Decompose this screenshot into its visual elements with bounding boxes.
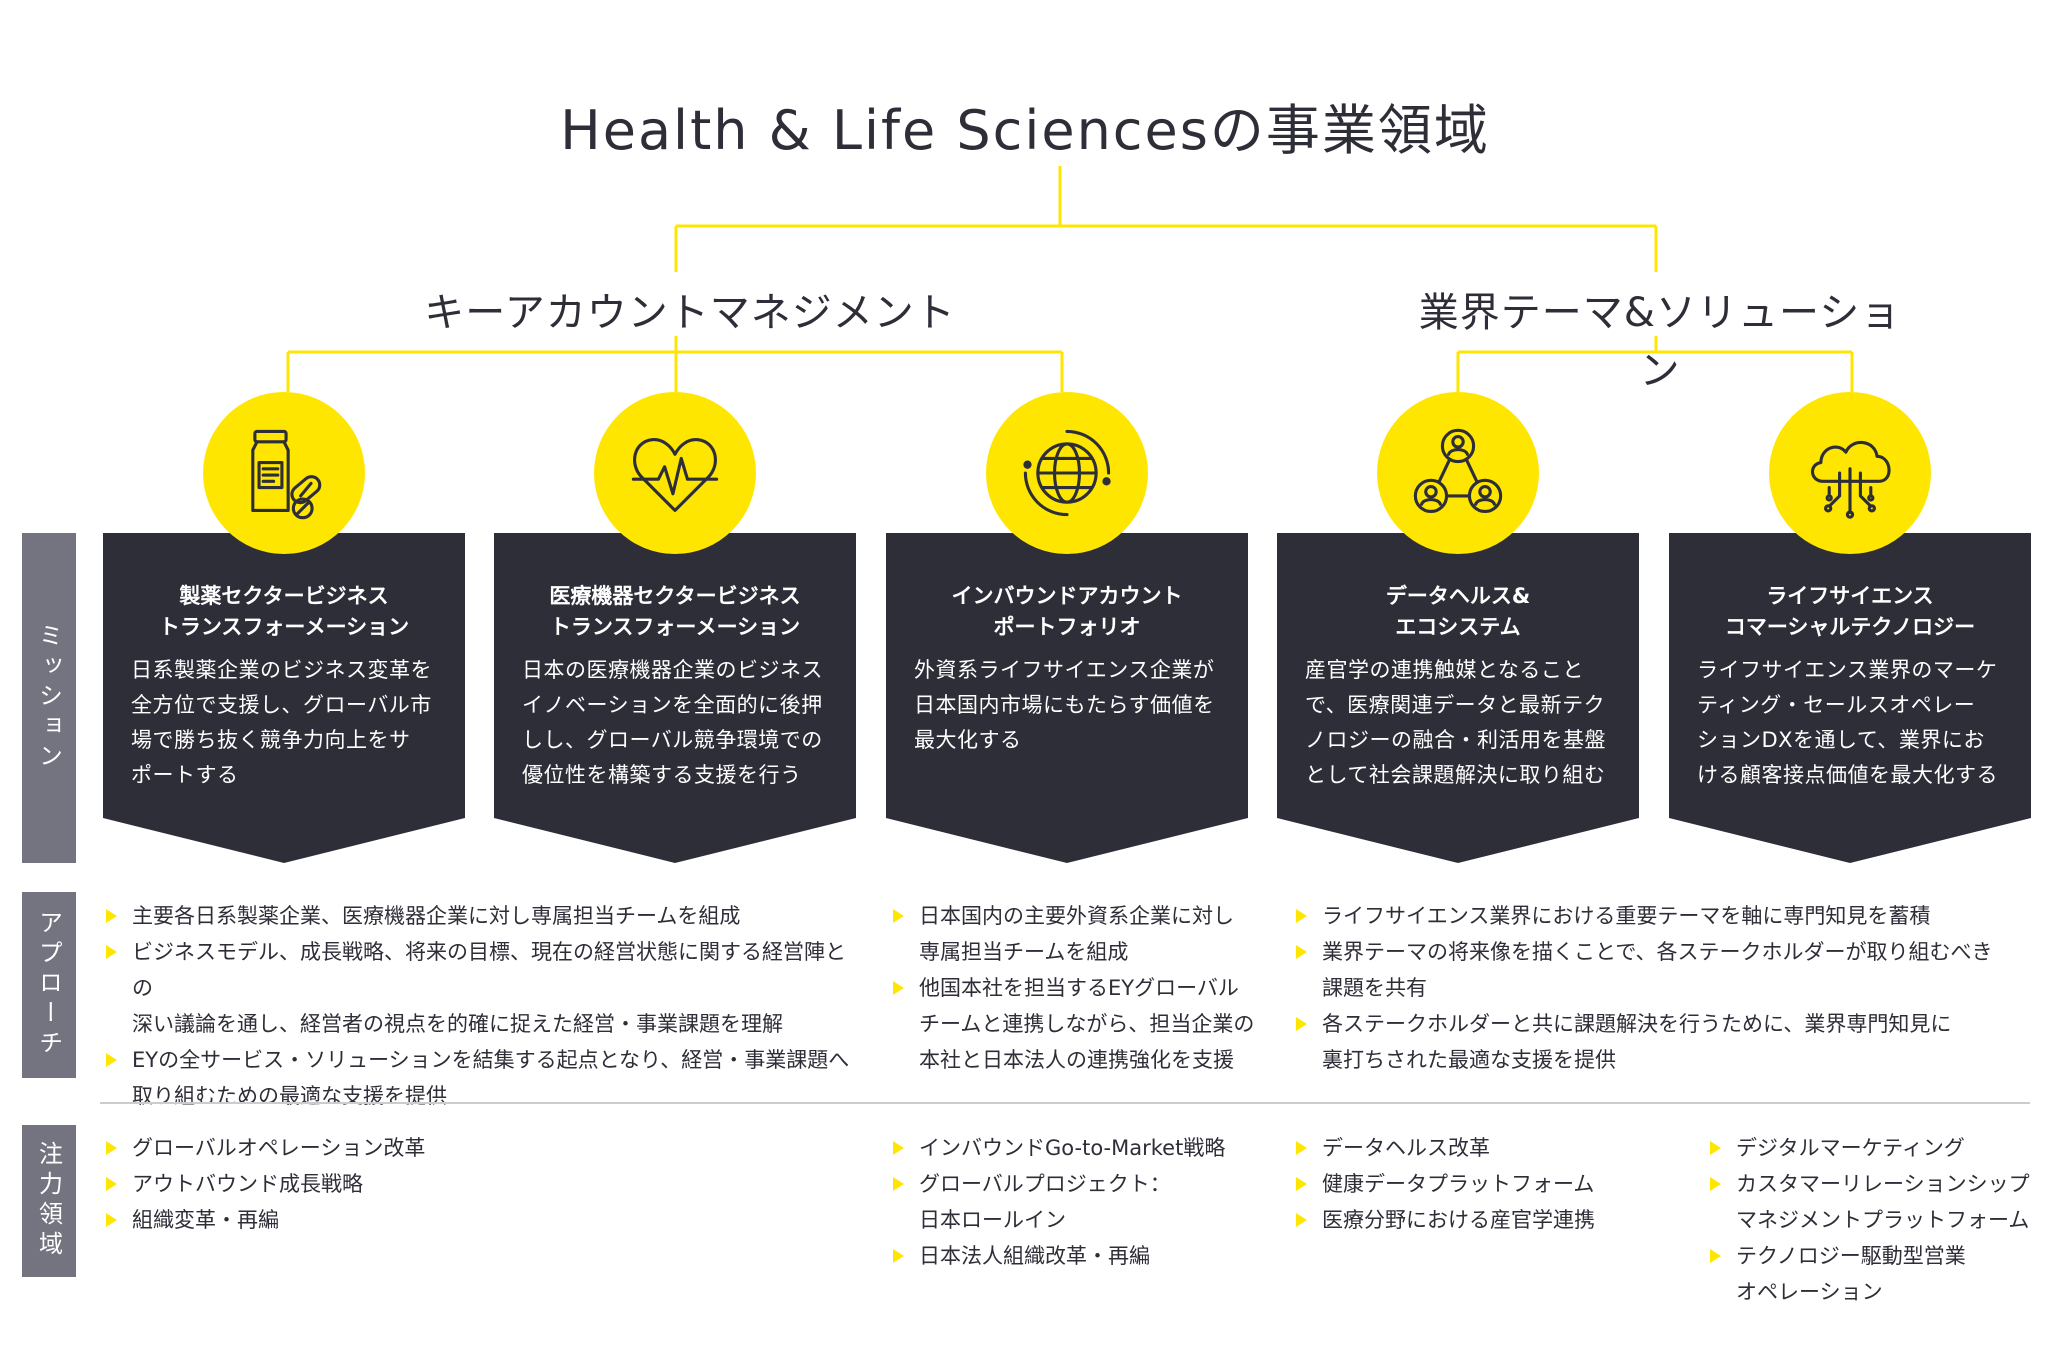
card-title: インバウンドアカウントポートフォリオ — [951, 584, 1183, 639]
card-shape — [103, 533, 465, 863]
card-body: 日本の医療機器企業のビジネスイノベーションを全面的に後押しし、グローバル競争環境… — [522, 658, 823, 787]
list-item: インバウンドGo-to-Market戦略 — [891, 1130, 1271, 1166]
list-item: データヘルス改革 — [1294, 1130, 1674, 1166]
mission-card-commercial-tech: ライフサイエンスコマーシャルテクノロジー ライフサイエンス業界のマーケティング・… — [1669, 533, 2031, 863]
list-item: 業界テーマの将来像を描くことで、各ステークホルダーが取り組むべき — [1294, 934, 2024, 970]
mission-card-inbound: インバウンドアカウントポートフォリオ 外資系ライフサイエンス企業が日本国内市場に… — [886, 533, 1248, 863]
list-item: グローバルプロジェクト： — [891, 1166, 1271, 1202]
list-item: EYの全サービス・ソリューションを結集する起点となり、経営・事業課題へ — [104, 1042, 864, 1078]
focus-list-datahealth: データヘルス改革 健康データプラットフォーム 医療分野における産官学連携 — [1294, 1130, 1674, 1238]
list-item: 本社と日本法人の連携強化を支援 — [919, 1048, 1234, 1072]
mission-card-medtech: 医療機器セクタービジネストランスフォーメーション 日本の医療機器企業のビジネスイ… — [494, 533, 856, 863]
medicine-bottle-icon — [203, 392, 365, 554]
list-item: 深い議論を通し、経営者の視点を的確に捉えた経営・事業課題を理解 — [132, 1012, 783, 1036]
card-shape — [1277, 533, 1639, 863]
list-item: 取り組むための最適な支援を提供 — [132, 1084, 447, 1108]
card-body: 産官学の連携触媒となることで、医療関連データと最新テクノロジーの融合・利活用を基… — [1305, 658, 1606, 787]
list-item: グローバルオペレーション改革 — [104, 1130, 484, 1166]
heart-pulse-icon — [594, 392, 756, 554]
globe-icon — [986, 392, 1148, 554]
people-network-icon — [1377, 392, 1539, 554]
list-item: 専属担当チームを組成 — [919, 940, 1129, 964]
list-item: 日本法人組織改革・再編 — [891, 1238, 1271, 1274]
page-title: Health & Life Sciencesの事業領域 — [560, 99, 1490, 162]
list-item: 裏打ちされた最適な支援を提供 — [1322, 1048, 1616, 1072]
side-label-mission: ミッション — [22, 533, 76, 863]
side-label-approach: アプローチ — [22, 892, 76, 1078]
focus-list-inbound: インバウンドGo-to-Market戦略 グローバルプロジェクト： 日本ロールイ… — [891, 1130, 1271, 1274]
focus-list-key-account: グローバルオペレーション改革 アウトバウンド成長戦略 組織変革・再編 — [104, 1130, 484, 1238]
list-item: 各ステークホルダーと共に課題解決を行うために、業界専門知見に — [1294, 1006, 2024, 1042]
card-title: ライフサイエンスコマーシャルテクノロジー — [1724, 584, 1976, 639]
card-shape — [886, 533, 1248, 863]
list-item: ビジネスモデル、成長戦略、将来の目標、現在の経営状態に関する経営陣との — [104, 934, 864, 1006]
card-shape — [494, 533, 856, 863]
list-item: 他国本社を担当するEYグローバル — [891, 970, 1271, 1006]
list-item: チームと連携しながら、担当企業の — [919, 1012, 1255, 1036]
card-body: 日系製薬企業のビジネス変革を全方位で支援し、グローバル市場で勝ち抜く競争力向上を… — [131, 658, 432, 787]
list-item: 主要各日系製薬企業、医療機器企業に対し専属担当チームを組成 — [104, 898, 864, 934]
list-item: マネジメントプラットフォーム — [1736, 1208, 2030, 1232]
section-divider — [100, 1102, 2030, 1104]
list-item: デジタルマーケティング — [1708, 1130, 2038, 1166]
card-body: ライフサイエンス業界のマーケティング・セールスオペレーションDXを通して、業界に… — [1697, 658, 1998, 787]
side-label-focus: 注力領域 — [22, 1125, 76, 1277]
approach-list-industry-theme: ライフサイエンス業界における重要テーマを軸に専門知見を蓄積 業界テーマの将来像を… — [1294, 898, 2024, 1078]
list-item: 医療分野における産官学連携 — [1294, 1202, 1674, 1238]
group-title-industry-theme: 業界テーマ&ソリューション — [1418, 290, 1902, 394]
group-title-key-account: キーアカウントマネジメント — [424, 290, 956, 336]
list-item: 日本国内の主要外資系企業に対し — [891, 898, 1271, 934]
mission-card-pharma: 製薬セクタービジネストランスフォーメーション 日系製薬企業のビジネス変革を全方位… — [103, 533, 465, 863]
focus-list-commercial-tech: デジタルマーケティング カスタマーリレーションシップ マネジメントプラットフォー… — [1708, 1130, 2038, 1310]
approach-list-inbound: 日本国内の主要外資系企業に対し 専属担当チームを組成 他国本社を担当するEYグロ… — [891, 898, 1271, 1078]
list-item: オペレーション — [1736, 1280, 1883, 1304]
list-item: アウトバウンド成長戦略 — [104, 1166, 484, 1202]
list-item: テクノロジー駆動型営業 — [1708, 1238, 2038, 1274]
cloud-network-icon — [1769, 392, 1931, 554]
card-title: 医療機器セクタービジネストランスフォーメーション — [549, 584, 801, 639]
list-item: カスタマーリレーションシップ — [1708, 1166, 2038, 1202]
card-title: 製薬セクタービジネストランスフォーメーション — [158, 584, 410, 639]
card-shape — [1669, 533, 2031, 863]
list-item: 日本ロールイン — [919, 1208, 1066, 1232]
card-title: データヘルス&エコシステム — [1385, 584, 1531, 639]
approach-list-key-account: 主要各日系製薬企業、医療機器企業に対し専属担当チームを組成 ビジネスモデル、成長… — [104, 898, 864, 1114]
card-body: 外資系ライフサイエンス企業が日本国内市場にもたらす価値を最大化する — [914, 658, 1215, 752]
list-item: 健康データプラットフォーム — [1294, 1166, 1674, 1202]
list-item: 課題を共有 — [1322, 976, 1427, 1000]
mission-card-datahealth: データヘルス&エコシステム 産官学の連携触媒となることで、医療関連データと最新テ… — [1277, 533, 1639, 863]
list-item: ライフサイエンス業界における重要テーマを軸に専門知見を蓄積 — [1294, 898, 2024, 934]
list-item: 組織変革・再編 — [104, 1202, 484, 1238]
